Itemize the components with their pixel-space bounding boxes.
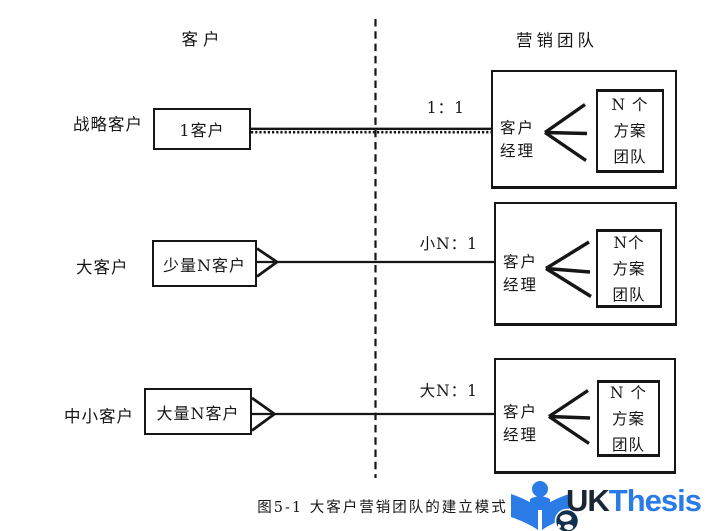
customer-entity-label: 少量N客户 [162, 255, 246, 275]
team-box [494, 202, 677, 326]
plan-team-line: 团队 [613, 148, 647, 166]
customer-entity-box: 少量N客户 [152, 240, 257, 287]
manager-label: 客户经理 [503, 403, 539, 444]
customer-entity-box: 大量N客户 [144, 388, 252, 435]
row-category-label: 战略客户 [73, 115, 143, 134]
plan-team-box: N 个 方案 团队 [596, 89, 664, 173]
team-box [491, 70, 677, 189]
logo-wordmark: UKThesis [566, 483, 702, 518]
row-category-label: 大客户 [76, 258, 129, 277]
plan-team-line: N 个 [611, 96, 649, 114]
logo-reader-icon [511, 481, 580, 531]
plan-team-line: 团队 [611, 435, 645, 454]
plan-team-box: N个 方案 团队 [596, 229, 662, 308]
marketing-team-column-title: 营销团队 [516, 31, 598, 50]
customer-entity-label: 大量N客户 [156, 403, 240, 423]
customer-entity-box: 1客户 [153, 108, 251, 150]
ratio-label: 1：1 [426, 99, 465, 117]
customer-entity-label: 1客户 [179, 121, 225, 140]
plan-team-line: N个 [613, 233, 645, 252]
ukthesis-logo: UKThesis [505, 476, 720, 531]
team-box [494, 358, 676, 474]
figure-caption: 图5-1 大客户营销团队的建立模式 [257, 500, 508, 516]
plan-team-box: N 个 方案 团队 [597, 380, 660, 457]
customer-column-title: 客户 [181, 30, 225, 49]
ratio-label: 大N：1 [419, 382, 478, 400]
row1-connector-line [251, 127, 491, 134]
plan-team-line: 方案 [612, 259, 646, 278]
plan-team-line: 方案 [613, 122, 647, 140]
logo-text-thesis: Thesis [608, 483, 702, 518]
plan-team-line: N 个 [610, 383, 647, 402]
plan-team-line: 方案 [611, 409, 645, 428]
row3-connector-line [251, 396, 494, 432]
row-category-label: 中小客户 [64, 407, 134, 426]
logo-text-uk: UK [566, 483, 610, 518]
ratio-label: 小N：1 [419, 235, 478, 253]
manager-label: 客户经理 [500, 119, 536, 160]
plan-team-line: 团队 [612, 285, 646, 304]
manager-label: 客户经理 [503, 253, 539, 294]
globe-icon [554, 508, 580, 531]
